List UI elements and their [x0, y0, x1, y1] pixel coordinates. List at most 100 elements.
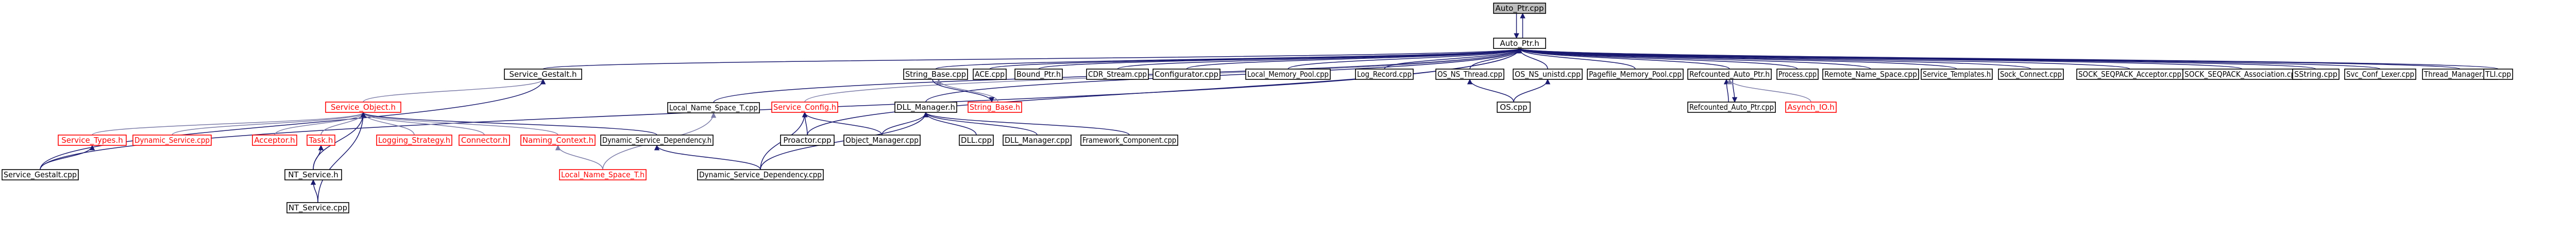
node-dynamic_service_dependency_h[interactable]: Dynamic_Service_Dependency.h	[600, 135, 714, 146]
node-nt_service_h[interactable]: NT_Service.h	[284, 169, 342, 180]
node-box	[771, 102, 838, 113]
node-label: CDR_Stream.cpp	[1088, 70, 1147, 79]
node-dynamic_service_dependency_cpp[interactable]: Dynamic_Service_Dependency.cpp	[697, 169, 824, 180]
node-os_cpp[interactable]: OS.cpp	[1497, 102, 1531, 113]
edge-refcounted_auto_ptr_h-to-refcounted_auto_ptr_cpp	[1732, 79, 1738, 103]
node-service_gestalt_cpp[interactable]: Service_Gestalt.cpp	[2, 169, 79, 180]
node-label: Process.cpp	[1778, 70, 1817, 79]
node-label: Logging_Strategy.h	[378, 136, 450, 145]
node-box	[1687, 69, 1772, 80]
node-label: String_Base.cpp	[905, 70, 966, 79]
node-label: OS.cpp	[1500, 103, 1527, 112]
node-auto_ptr_cpp: Auto_Ptr.cpp	[1493, 3, 1546, 14]
node-box	[1086, 69, 1149, 80]
node-ace_cpp[interactable]: ACE.cpp	[973, 69, 1007, 80]
node-os_ns_unistd_cpp[interactable]: OS_NS_unistd.cpp	[1513, 69, 1583, 80]
node-label: Service_Templates.h	[1923, 70, 1991, 79]
node-label: Thread_Manager.cpp	[2424, 70, 2496, 79]
node-service_types_h[interactable]: Service_Types.h	[58, 135, 127, 146]
node-framework_component_cpp[interactable]: Framework_Component.cpp	[1080, 135, 1178, 146]
node-log_record_cpp[interactable]: Log_Record.cpp	[1355, 69, 1414, 80]
node-box	[325, 102, 401, 113]
node-label: Object_Manager.cpp	[845, 136, 919, 145]
node-label: Service_Object.h	[331, 103, 396, 112]
node-cdr_stream_cpp[interactable]: CDR_Stream.cpp	[1086, 69, 1149, 80]
node-box	[1493, 3, 1546, 14]
node-box	[284, 169, 342, 180]
node-box	[2483, 69, 2513, 80]
node-configurator_cpp[interactable]: Configurator.cpp	[1153, 69, 1221, 80]
edge-framework_component_cpp-to-dll_manager_h	[923, 111, 1130, 136]
node-connector_h[interactable]: Connector.h	[459, 135, 510, 146]
edge-service_object_h-to-service_gestalt_h	[363, 78, 546, 103]
node-object_manager_cpp[interactable]: Object_Manager.cpp	[843, 135, 921, 146]
node-service_templates_h[interactable]: Service_Templates.h	[1921, 69, 1993, 80]
node-label: Framework_Component.cpp	[1082, 136, 1176, 145]
node-dll_manager_h[interactable]: DLL_Manager.h	[894, 102, 957, 113]
node-label: Service_Types.h	[61, 136, 123, 145]
edge-string_base_cpp-to-string_base_h	[932, 79, 995, 103]
node-os_ns_thread_cpp[interactable]: OS_NS_Thread.cpp	[1435, 69, 1504, 80]
node-asynch_io_h[interactable]: Asynch_IO.h	[1785, 102, 1837, 113]
node-dll_cpp[interactable]: DLL.cpp	[959, 135, 994, 146]
node-box	[667, 102, 760, 113]
node-local_name_space_t_h[interactable]: Local_Name_Space_T.h	[559, 169, 647, 180]
node-service_config_h[interactable]: Service_Config.h	[771, 102, 838, 113]
edge-process_cpp-to-auto_ptr_h	[1517, 47, 1798, 70]
node-label: NT_Service.h	[288, 170, 338, 180]
edge-service_gestalt_h-to-auto_ptr_h	[543, 47, 1522, 70]
node-tli_cpp[interactable]: TLI.cpp	[2483, 69, 2513, 80]
node-nt_service_cpp[interactable]: NT_Service.cpp	[286, 202, 349, 213]
node-box	[697, 169, 824, 180]
node-label: Refcounted_Auto_Ptr.h	[1689, 70, 1770, 79]
edge-string_base_h-to-string_base_cpp	[936, 78, 998, 103]
node-string_base_cpp[interactable]: String_Base.cpp	[903, 69, 968, 80]
edge-remote_name_space_cpp-to-auto_ptr_h	[1517, 47, 1871, 70]
edge-pagefile_memory_pool_cpp-to-auto_ptr_h	[1517, 47, 1636, 70]
node-proactor_cpp[interactable]: Proactor.cpp	[780, 135, 835, 146]
node-dll_manager_cpp[interactable]: DLL_Manager.cpp	[1003, 135, 1072, 146]
node-thread_manager_cpp[interactable]: Thread_Manager.cpp	[2422, 69, 2498, 80]
node-sock_seqpack_association_cpp[interactable]: SOCK_SEQPACK_Association.cpp	[2182, 69, 2302, 80]
node-label: Service_Gestalt.cpp	[4, 170, 77, 180]
node-naming_context_h[interactable]: Naming_Context.h	[520, 135, 596, 146]
node-sock_seqpack_acceptor_cpp[interactable]: SOCK_SEQPACK_Acceptor.cpp	[2076, 69, 2183, 80]
node-label: Acceptor.h	[254, 136, 295, 145]
node-dynamic_service_cpp[interactable]: Dynamic_Service.cpp	[132, 135, 212, 146]
edge-asynch_io_h-to-refcounted_auto_ptr_h	[1726, 78, 1811, 103]
node-sock_connect_cpp[interactable]: Sock_Connect.cpp	[1998, 69, 2064, 80]
node-svc_conf_lexer_cpp[interactable]: Svc_Conf_Lexer.cpp	[2344, 69, 2416, 80]
node-box	[1513, 69, 1583, 80]
node-auto_ptr_h[interactable]: Auto_Ptr.h	[1493, 38, 1546, 49]
node-box	[132, 135, 212, 146]
node-remote_name_space_cpp[interactable]: Remote_Name_Space.cpp	[1822, 69, 1919, 80]
node-task_h[interactable]: Task.h	[307, 135, 335, 146]
node-box	[1998, 69, 2064, 80]
node-refcounted_auto_ptr_cpp[interactable]: Refcounted_Auto_Ptr.cpp	[1687, 102, 1776, 113]
node-local_memory_pool_cpp[interactable]: Local_Memory_Pool.cpp	[1245, 69, 1331, 80]
node-label: Sock_Connect.cpp	[2000, 70, 2062, 79]
node-string_base_h[interactable]: String_Base.h	[968, 102, 1022, 113]
node-label: String_Base.h	[970, 103, 1020, 112]
node-service_gestalt_h[interactable]: Service_Gestalt.h	[504, 69, 582, 80]
node-bound_ptr_h[interactable]: Bound_Ptr.h	[1014, 69, 1063, 80]
node-label: Configurator.cpp	[1155, 70, 1218, 79]
edge-proactor_cpp-to-auto_ptr_h	[807, 47, 1522, 136]
node-label: Task.h	[309, 136, 333, 145]
node-process_cpp[interactable]: Process.cpp	[1776, 69, 1819, 80]
edge-dynamic_service_dependency_cpp-to-dynamic_service_dependency_h	[654, 144, 761, 170]
node-box	[1785, 102, 1837, 113]
node-label: Pagefile_Memory_Pool.cpp	[1589, 70, 1682, 79]
node-pagefile_memory_pool_cpp[interactable]: Pagefile_Memory_Pool.cpp	[1587, 69, 1684, 80]
node-label: SOCK_SEQPACK_Acceptor.cpp	[2078, 70, 2181, 79]
node-acceptor_h[interactable]: Acceptor.h	[252, 135, 297, 146]
edge-object_manager_cpp-to-service_config_h	[802, 111, 883, 136]
node-label: Local_Memory_Pool.cpp	[1247, 70, 1329, 79]
node-logging_strategy_h[interactable]: Logging_Strategy.h	[376, 135, 452, 146]
node-label: NT_Service.cpp	[289, 203, 347, 213]
edge-os_cpp-to-os_ns_unistd_cpp	[1513, 78, 1551, 103]
node-refcounted_auto_ptr_h[interactable]: Refcounted_Auto_Ptr.h	[1687, 69, 1772, 80]
node-service_object_h[interactable]: Service_Object.h	[325, 102, 401, 113]
node-local_name_space_t_cpp[interactable]: Local_Name_Space_T.cpp	[667, 102, 760, 113]
node-sstring_cpp[interactable]: SString.cpp	[2292, 69, 2340, 80]
